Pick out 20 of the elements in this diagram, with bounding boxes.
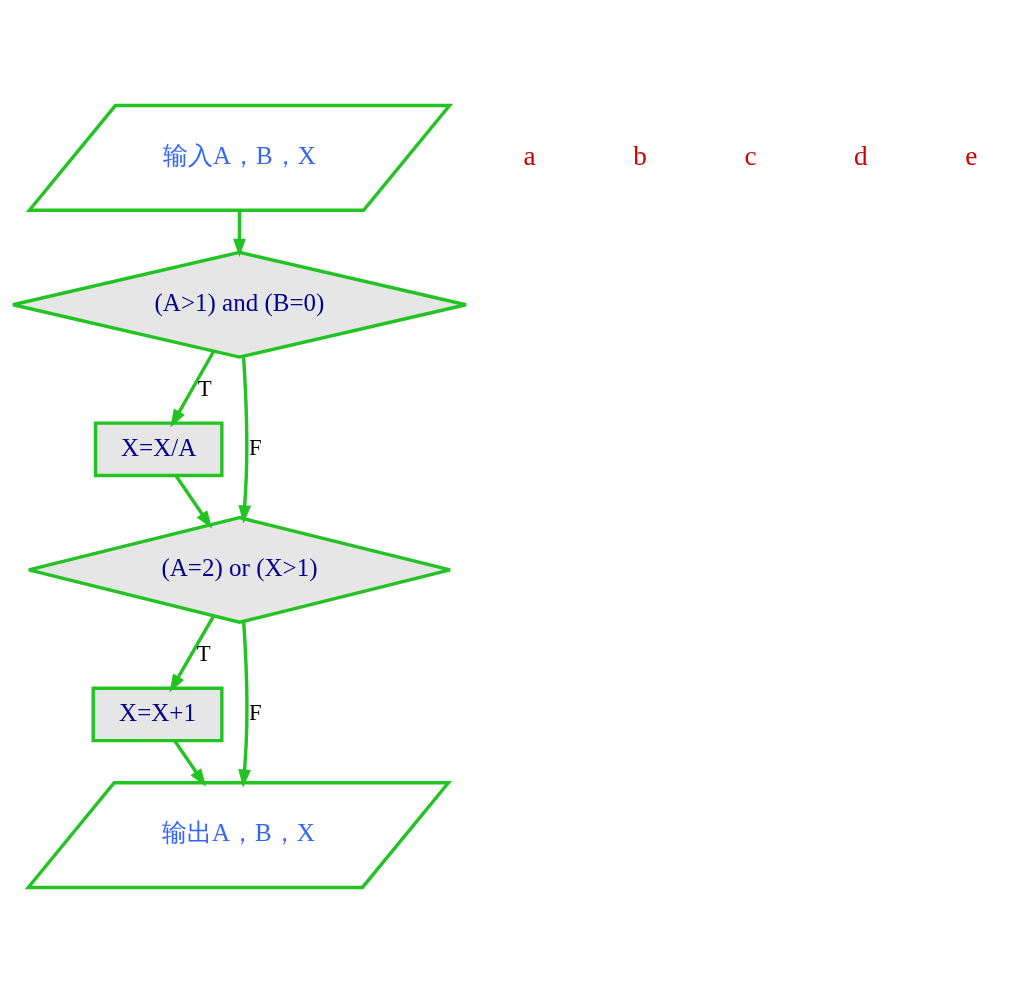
node-diamond: (A>1) and (B=0) [11, 250, 468, 359]
arrow [233, 209, 246, 257]
edge-label: T [197, 375, 212, 401]
label: b [633, 140, 647, 171]
node-diamond: (A=2) or (X>1) [27, 515, 452, 624]
label: a [523, 140, 536, 171]
label: c [744, 140, 757, 171]
arrow [170, 349, 216, 427]
label: e [965, 140, 978, 171]
arrow [169, 614, 215, 693]
node-box: X=X/A [93, 420, 224, 477]
arrow [238, 355, 252, 524]
label: d [854, 140, 868, 171]
edge-label: F [249, 699, 262, 725]
arrow [238, 620, 251, 788]
edge-label: F [249, 434, 262, 460]
node-box: X=X+1 [91, 686, 224, 742]
arrow [173, 739, 207, 787]
arrow [174, 474, 213, 529]
edge-label: T [196, 640, 211, 666]
